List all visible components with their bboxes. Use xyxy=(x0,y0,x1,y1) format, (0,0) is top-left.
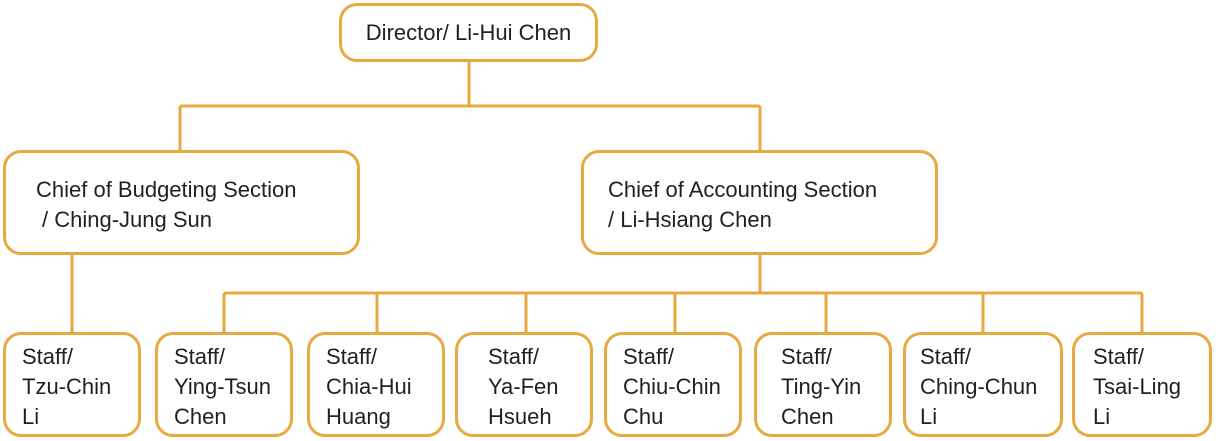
staff-name-last: Chen xyxy=(174,404,227,429)
staff-box-1: Staff/ Tzu-Chin Li xyxy=(3,332,141,437)
staff-box-8: Staff/ Tsai-Ling Li xyxy=(1072,332,1212,437)
staff-name-last: Li xyxy=(920,404,938,429)
staff-name-first: Ying-Tsun xyxy=(174,374,272,399)
staff-name-first: Ting-Yin xyxy=(781,374,862,399)
staff-name-last: Li xyxy=(1093,404,1111,429)
staff-name-first: Chia-Hui xyxy=(326,374,412,399)
staff-name-last: Chu xyxy=(623,404,664,429)
staff-name-last: Hsueh xyxy=(488,404,552,429)
chief-accounting-name: / Li-Hsiang Chen xyxy=(608,207,772,232)
director-box: Director/ Li-Hui Chen xyxy=(339,3,598,62)
staff-name-first: Chiu-Chin xyxy=(623,374,721,399)
staff-name-last: Chen xyxy=(781,404,834,429)
staff-name-last: Li xyxy=(22,404,40,429)
staff-box-6: Staff/ Ting-Yin Chen xyxy=(754,332,892,437)
staff-role: Staff/ xyxy=(326,344,377,369)
staff-box-5: Staff/ Chiu-Chin Chu xyxy=(604,332,742,437)
chief-budgeting-box: Chief of Budgeting Section / Ching-Jung … xyxy=(3,150,360,255)
staff-role: Staff/ xyxy=(781,344,832,369)
chief-budgeting-title: Chief of Budgeting Section xyxy=(36,177,297,202)
staff-name-first: Tzu-Chin xyxy=(22,374,112,399)
staff-name-first: Ching-Chun xyxy=(920,374,1038,399)
chief-budgeting-name: / Ching-Jung Sun xyxy=(42,207,212,232)
staff-role: Staff/ xyxy=(488,344,539,369)
staff-role: Staff/ xyxy=(1093,344,1144,369)
staff-role: Staff/ xyxy=(920,344,971,369)
staff-box-3: Staff/ Chia-Hui Huang xyxy=(307,332,445,437)
staff-role: Staff/ xyxy=(22,344,73,369)
staff-box-2: Staff/ Ying-Tsun Chen xyxy=(155,332,293,437)
staff-role: Staff/ xyxy=(174,344,225,369)
staff-name-last: Huang xyxy=(326,404,391,429)
staff-role: Staff/ xyxy=(623,344,674,369)
staff-name-first: Ya-Fen xyxy=(488,374,559,399)
staff-box-4: Staff/ Ya-Fen Hsueh xyxy=(455,332,593,437)
chief-accounting-title: Chief of Accounting Section xyxy=(608,177,878,202)
staff-box-7: Staff/ Ching-Chun Li xyxy=(903,332,1063,437)
director-label: Director/ Li-Hui Chen xyxy=(365,19,572,45)
chief-accounting-box: Chief of Accounting Section / Li-Hsiang … xyxy=(581,150,938,255)
staff-name-first: Tsai-Ling xyxy=(1093,374,1182,399)
